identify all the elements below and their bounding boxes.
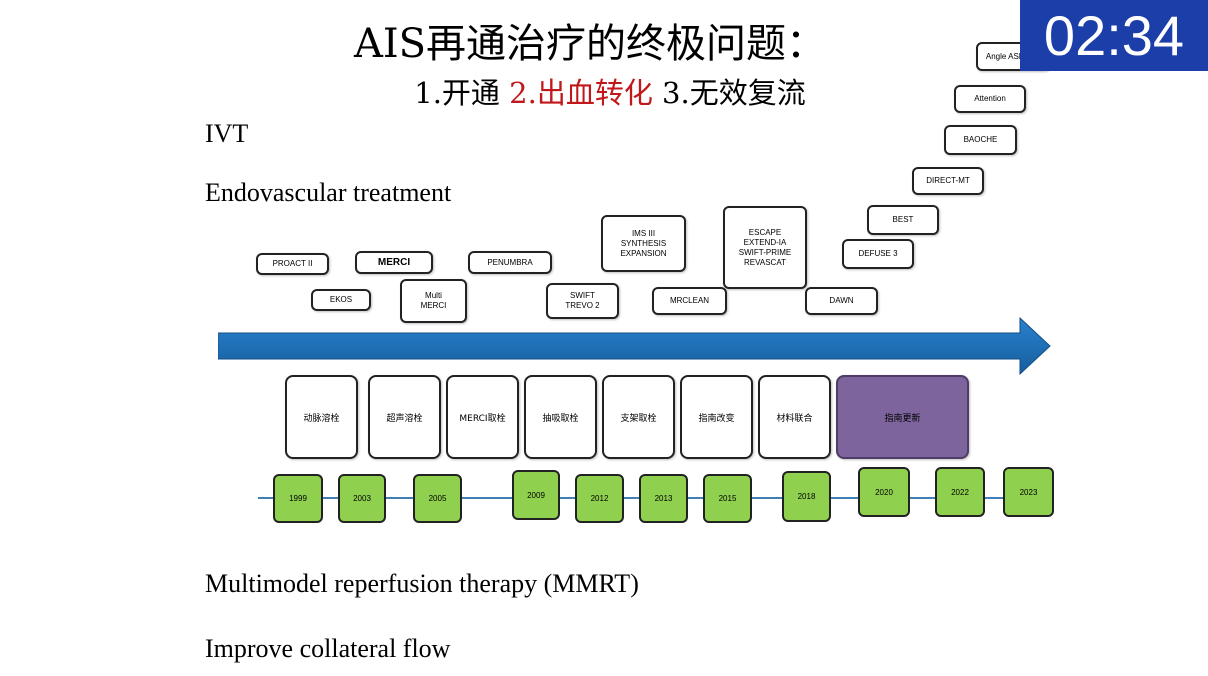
trial-label: MERCI — [377, 256, 411, 268]
trial-box: Attention — [954, 85, 1026, 113]
era-label: 材料联合 — [776, 413, 813, 424]
trial-label: TREVO 2 — [565, 301, 600, 310]
era-box: 超声溶栓 — [368, 375, 441, 459]
era-label: 抽吸取栓 — [542, 413, 579, 424]
trial-label: IMS III — [631, 228, 656, 238]
trial-label: SWIFT-PRIME — [738, 247, 792, 257]
slide-title: AIS再通治疗的终极问题： — [353, 21, 827, 67]
trial-label: PENUMBRA — [487, 257, 533, 267]
era-label: 指南改变 — [698, 413, 735, 424]
year-label: 2009 — [527, 490, 545, 500]
year-box: 2020 — [858, 467, 910, 517]
subtitle-item-hemorrhagic-transformation: 2.出血转化 — [509, 76, 653, 110]
trial-label: EXTEND-IA — [743, 237, 787, 247]
trial-label: EKOS — [329, 295, 353, 304]
year-label: 2020 — [875, 487, 893, 497]
trial-box: SWIFT TREVO 2 — [546, 283, 619, 319]
year-box: 2018 — [782, 471, 831, 522]
era-label: 支架取栓 — [620, 413, 657, 424]
year-label: 2012 — [590, 494, 609, 503]
trial-label: DEFUSE 3 — [858, 249, 898, 258]
trial-label: Angle ASPECT — [985, 51, 1041, 61]
trial-label: Attention — [974, 94, 1006, 103]
trial-box: MRCLEAN — [652, 287, 727, 315]
subtitle-item-recanalization: 1.开通 — [414, 76, 500, 110]
era-label: 超声溶栓 — [386, 413, 423, 424]
year-label: 1999 — [289, 494, 307, 503]
era-box: MERCI取栓 — [446, 375, 519, 459]
trial-box: IMS III SYNTHESIS EXPANSION — [601, 215, 686, 272]
trial-box: MERCI — [355, 251, 433, 274]
era-box-highlighted: 指南更新 — [836, 375, 969, 459]
arrow-shape — [218, 316, 1051, 376]
subtitle-item-futile-reperfusion: 3.无效复流 — [662, 76, 806, 110]
era-box: 指南改变 — [680, 375, 753, 459]
era-label: 动脉溶栓 — [303, 413, 340, 424]
trial-box: PENUMBRA — [468, 251, 552, 274]
trial-label: PROACT II — [272, 259, 313, 268]
year-label: 2005 — [428, 494, 447, 503]
year-label: 2018 — [797, 492, 816, 501]
label-improve-collateral-flow: Improve collateral flow — [205, 634, 451, 663]
slide-subtitle: 1.开通 2.出血转化 3.无效复流 — [350, 72, 870, 114]
label-endovascular-treatment: Endovascular treatment — [205, 178, 452, 207]
era-box: 动脉溶栓 — [285, 375, 358, 459]
year-label: 2015 — [718, 494, 737, 503]
year-box: 2015 — [703, 474, 752, 523]
trial-box: Multi MERCI — [400, 279, 467, 323]
label-mmrt: Multimodel reperfusion therapy (MMRT) — [205, 569, 639, 598]
trial-label: EXPANSION — [620, 248, 667, 258]
year-box: 2005 — [413, 474, 462, 523]
trial-label: Multi — [425, 291, 442, 300]
year-box: 1999 — [273, 474, 323, 523]
trial-label: MERCI — [420, 301, 447, 310]
era-label: MERCI取栓 — [459, 413, 506, 424]
year-box: 2012 — [575, 474, 624, 523]
year-label: 2003 — [353, 494, 371, 503]
trial-box: DAWN — [805, 287, 878, 315]
year-label: 2023 — [1019, 487, 1038, 497]
countdown-timer: 02:34 — [1020, 0, 1208, 71]
trial-label: DIRECT-MT — [926, 176, 970, 185]
trial-label: DAWN — [829, 296, 854, 305]
trial-box: BAOCHE — [944, 125, 1017, 155]
trial-box: PROACT II — [256, 253, 329, 275]
year-box: 2023 — [1003, 467, 1054, 517]
era-box: 抽吸取栓 — [524, 375, 597, 459]
era-label: 指南更新 — [884, 413, 921, 424]
trial-label: SWIFT — [570, 291, 595, 300]
era-box: 支架取栓 — [602, 375, 675, 459]
timeline-line — [258, 497, 1018, 499]
trial-box: BEST — [867, 205, 939, 235]
year-box: 2003 — [338, 474, 386, 523]
trial-box: EKOS — [311, 289, 371, 311]
trial-label: BEST — [892, 215, 914, 224]
label-ivt: IVT — [205, 119, 249, 148]
year-box: 2022 — [935, 467, 985, 517]
trial-label: BAOCHE — [963, 135, 998, 144]
year-box: 2013 — [639, 474, 688, 523]
trial-box: DIRECT-MT — [912, 167, 984, 195]
trial-label: SYNTHESIS — [620, 238, 667, 248]
year-label: 2013 — [654, 494, 673, 503]
timeline-arrow — [218, 316, 1051, 376]
year-label: 2022 — [951, 487, 969, 497]
trial-box: ESCAPE EXTEND-IA SWIFT-PRIME REVASCAT — [723, 206, 807, 289]
trial-box: DEFUSE 3 — [842, 239, 914, 269]
trial-label: MRCLEAN — [669, 296, 710, 305]
trial-label: REVASCAT — [744, 257, 786, 267]
era-box: 材料联合 — [758, 375, 831, 459]
trial-label: ESCAPE — [748, 227, 782, 237]
year-box: 2009 — [512, 470, 560, 520]
